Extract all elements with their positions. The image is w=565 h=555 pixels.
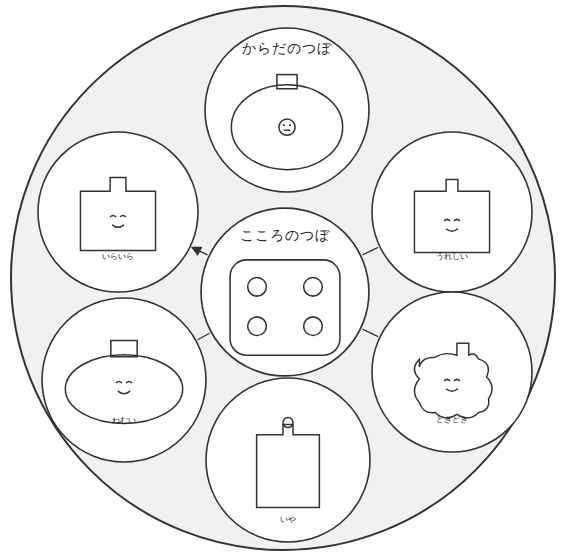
pot-drawing [36, 130, 200, 294]
pot-label: どきどき [436, 414, 468, 425]
pot-circle: いや [204, 376, 372, 544]
connector [192, 247, 207, 254]
pot-drawing [370, 130, 534, 294]
connector [363, 247, 378, 254]
pot-circle: こころのつぼ [199, 206, 371, 378]
pot-title: こころのつぼ [240, 227, 330, 245]
pot-circle: いらいら [36, 130, 200, 294]
pot-circle: どきどき [370, 290, 534, 454]
connector [363, 329, 378, 336]
pot-drawing [370, 290, 534, 454]
pot-circle: ねむい [40, 296, 208, 464]
pot-circle: からだのつぼ [203, 26, 371, 194]
pot-drawing [40, 296, 208, 464]
pot-title: からだのつぼ [242, 40, 332, 58]
pot-label: ねむい [112, 415, 136, 426]
connector [198, 333, 210, 339]
pot-circle: うれしい [370, 130, 534, 294]
pot-label: いや [280, 514, 296, 525]
pot-label: うれしい [436, 251, 468, 262]
pot-label: いらいら [102, 251, 134, 262]
